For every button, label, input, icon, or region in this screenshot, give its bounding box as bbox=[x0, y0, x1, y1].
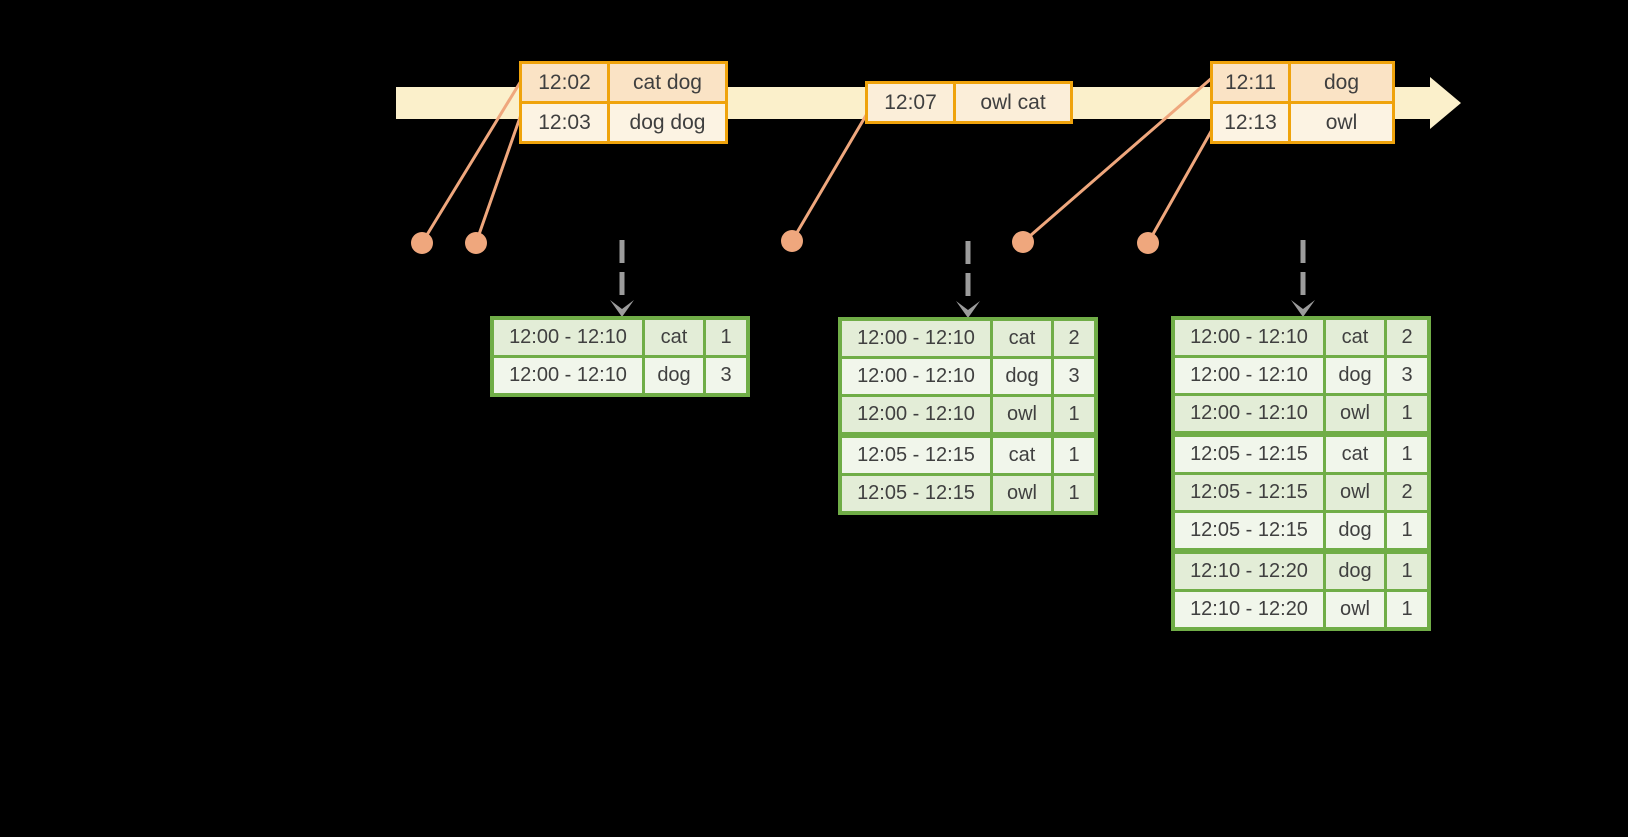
word-cell: cat bbox=[1326, 320, 1384, 355]
count-cell: 3 bbox=[706, 358, 746, 393]
word-cell: cat bbox=[993, 438, 1051, 473]
count-cell: 1 bbox=[1054, 397, 1094, 432]
word-cell: owl bbox=[1326, 396, 1384, 431]
event-table-1: 12:02 cat dog 12:03 dog dog bbox=[519, 61, 728, 144]
event-table-3: 12:11 dog 12:13 owl bbox=[1210, 61, 1395, 144]
count-cell: 3 bbox=[1054, 359, 1094, 394]
connector-line bbox=[474, 104, 526, 245]
word-cell: dog bbox=[1326, 554, 1384, 589]
result-table-row: 12:05 - 12:15 dog 1 bbox=[1175, 513, 1427, 548]
count-cell: 2 bbox=[1054, 321, 1094, 356]
window-cell: 12:00 - 12:10 bbox=[1175, 396, 1323, 431]
result-table-row: 12:00 - 12:10 dog 3 bbox=[842, 359, 1094, 394]
result-table-2: 12:00 - 12:10 cat 2 12:00 - 12:10 dog 3 … bbox=[838, 317, 1098, 515]
result-table-row: 12:05 - 12:15 cat 1 bbox=[1175, 437, 1427, 472]
event-time-cell: 12:02 bbox=[522, 64, 607, 101]
event-connector-lines bbox=[420, 74, 1215, 245]
connector-line bbox=[1021, 75, 1215, 244]
window-cell: 12:10 - 12:20 bbox=[1175, 592, 1323, 627]
window-cell: 12:00 - 12:10 bbox=[842, 321, 990, 356]
trigger-arrows bbox=[610, 240, 1315, 318]
result-table-row: 12:00 - 12:10 cat 2 bbox=[1175, 320, 1427, 355]
event-dot-icon bbox=[1137, 232, 1159, 254]
window-cell: 12:00 - 12:10 bbox=[1175, 320, 1323, 355]
connector-line bbox=[1146, 126, 1215, 245]
result-table-row: 12:00 - 12:10 owl 1 bbox=[842, 397, 1094, 432]
connector-line bbox=[420, 74, 526, 245]
event-words-cell: dog bbox=[1291, 64, 1392, 101]
event-dot-icon bbox=[411, 232, 433, 254]
result-table-row: 12:00 - 12:10 cat 1 bbox=[494, 320, 746, 355]
event-time-cell: 12:13 bbox=[1213, 104, 1288, 141]
result-table-row: 12:05 - 12:15 cat 1 bbox=[842, 438, 1094, 473]
event-time-cell: 12:11 bbox=[1213, 64, 1288, 101]
count-cell: 3 bbox=[1387, 358, 1427, 393]
word-cell: owl bbox=[1326, 475, 1384, 510]
result-table-row: 12:05 - 12:15 owl 1 bbox=[842, 476, 1094, 511]
connector-line bbox=[790, 110, 870, 243]
word-cell: cat bbox=[1326, 437, 1384, 472]
window-cell: 12:00 - 12:10 bbox=[494, 320, 642, 355]
word-cell: cat bbox=[993, 321, 1051, 356]
trigger-arrowhead-icon bbox=[1291, 300, 1315, 317]
event-dot-icon bbox=[1012, 231, 1034, 253]
trigger-arrowhead-icon bbox=[610, 300, 634, 317]
window-cell: 12:00 - 12:10 bbox=[1175, 358, 1323, 393]
count-cell: 1 bbox=[1054, 476, 1094, 511]
count-cell: 1 bbox=[1387, 396, 1427, 431]
word-cell: dog bbox=[645, 358, 703, 393]
event-time-cell: 12:03 bbox=[522, 104, 607, 141]
count-cell: 2 bbox=[1387, 475, 1427, 510]
window-cell: 12:05 - 12:15 bbox=[1175, 513, 1323, 548]
event-dot-icon bbox=[465, 232, 487, 254]
count-cell: 1 bbox=[706, 320, 746, 355]
window-cell: 12:05 - 12:15 bbox=[1175, 475, 1323, 510]
result-table-row: 12:10 - 12:20 dog 1 bbox=[1175, 554, 1427, 589]
word-cell: cat bbox=[645, 320, 703, 355]
window-cell: 12:00 - 12:10 bbox=[842, 359, 990, 394]
result-table-row: 12:00 - 12:10 dog 3 bbox=[1175, 358, 1427, 393]
window-cell: 12:10 - 12:20 bbox=[1175, 554, 1323, 589]
count-cell: 1 bbox=[1387, 513, 1427, 548]
timeline-arrowhead-icon bbox=[1430, 77, 1461, 129]
count-cell: 1 bbox=[1387, 554, 1427, 589]
word-cell: dog bbox=[993, 359, 1051, 394]
event-words-cell: cat dog bbox=[610, 64, 725, 101]
count-cell: 1 bbox=[1054, 438, 1094, 473]
count-cell: 2 bbox=[1387, 320, 1427, 355]
word-cell: dog bbox=[1326, 513, 1384, 548]
result-table-row: 12:00 - 12:10 dog 3 bbox=[494, 358, 746, 393]
event-words-cell: owl cat bbox=[956, 84, 1070, 121]
result-table-row: 12:10 - 12:20 owl 1 bbox=[1175, 592, 1427, 627]
result-table-row: 12:00 - 12:10 cat 2 bbox=[842, 321, 1094, 356]
result-table-1: 12:00 - 12:10 cat 1 12:00 - 12:10 dog 3 bbox=[490, 316, 750, 397]
word-cell: owl bbox=[993, 397, 1051, 432]
count-cell: 1 bbox=[1387, 592, 1427, 627]
word-cell: dog bbox=[1326, 358, 1384, 393]
event-table-2: 12:07 owl cat bbox=[865, 81, 1073, 124]
trigger-arrowhead-icon bbox=[956, 301, 980, 318]
event-words-cell: owl bbox=[1291, 104, 1392, 141]
result-table-row: 12:05 - 12:15 owl 2 bbox=[1175, 475, 1427, 510]
result-table-3: 12:00 - 12:10 cat 2 12:00 - 12:10 dog 3 … bbox=[1171, 316, 1431, 631]
count-cell: 1 bbox=[1387, 437, 1427, 472]
event-time-cell: 12:07 bbox=[868, 84, 953, 121]
window-cell: 12:00 - 12:10 bbox=[494, 358, 642, 393]
window-cell: 12:05 - 12:15 bbox=[842, 476, 990, 511]
window-cell: 12:05 - 12:15 bbox=[842, 438, 990, 473]
event-dot-icon bbox=[781, 230, 803, 252]
window-cell: 12:05 - 12:15 bbox=[1175, 437, 1323, 472]
result-table-row: 12:00 - 12:10 owl 1 bbox=[1175, 396, 1427, 431]
event-dots bbox=[411, 230, 1159, 254]
window-cell: 12:00 - 12:10 bbox=[842, 397, 990, 432]
event-words-cell: dog dog bbox=[610, 104, 725, 141]
word-cell: owl bbox=[993, 476, 1051, 511]
word-cell: owl bbox=[1326, 592, 1384, 627]
